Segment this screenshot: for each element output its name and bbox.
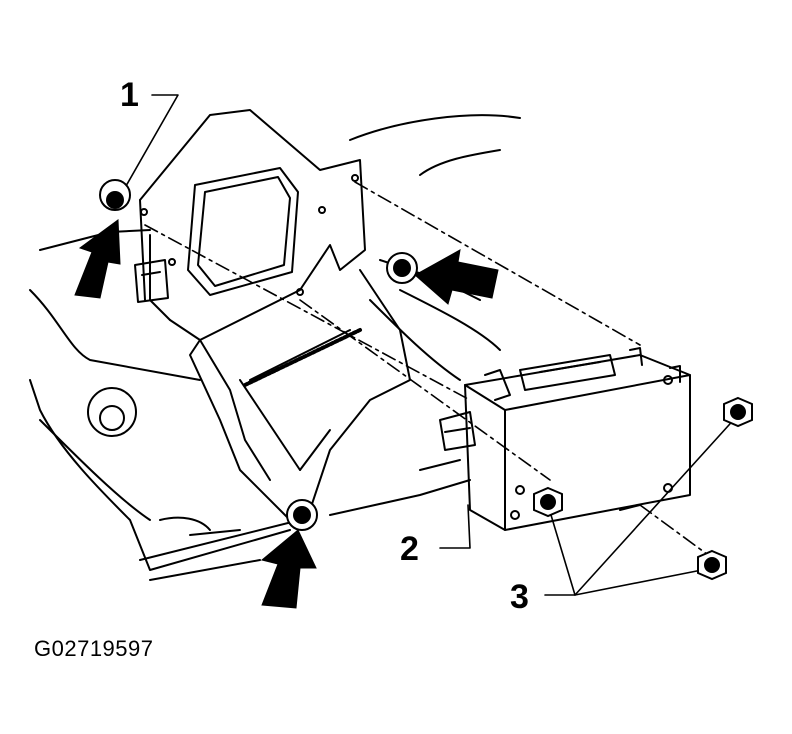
nut-icon [533,486,563,518]
mounting-nuts [533,396,753,581]
figure-id-label: G02719597 [34,636,154,661]
nut-icon [723,396,753,428]
callout-1: 1 [120,76,139,114]
pointer-arrows [74,219,499,609]
bolt-icon [99,179,131,211]
callout-2: 2 [400,530,419,568]
body-hole [87,387,137,437]
nut-icon [697,549,727,581]
callout-3: 3 [510,578,529,616]
arrow-up-icon [260,529,317,609]
control-module [439,347,691,531]
bolt-icon [386,252,418,284]
leader-lines [117,94,739,596]
bolt-icon [286,499,318,531]
arrow-left-icon [414,249,499,305]
alignment-lines [144,181,716,561]
arrow-up-icon [74,219,121,299]
mounting-bracket [134,109,411,521]
bracket-bolts [99,179,418,531]
